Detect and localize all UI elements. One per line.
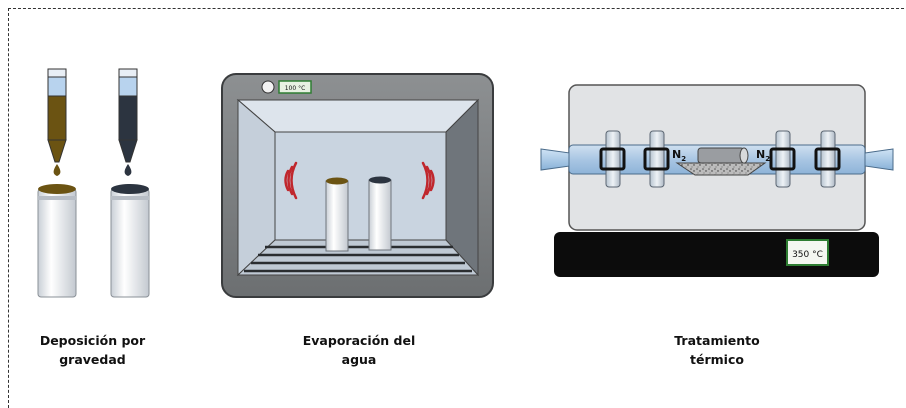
caption-thermal-treatment-line1: Tratamiento — [674, 333, 760, 348]
vial-dark — [110, 184, 150, 298]
svg-text:N2: N2 — [756, 148, 770, 163]
tube-clamp-1 — [599, 130, 626, 188]
gas-label-left-symbol: N — [672, 148, 681, 161]
gas-label-right-subscript: 2 — [765, 155, 770, 163]
heat-waves-left — [284, 161, 298, 200]
dashed-frame — [8, 8, 906, 408]
furnace-temperature-text: 350 °C — [792, 250, 823, 260]
caption-thermal-treatment-line2: térmico — [690, 352, 744, 367]
oven-temperature-display: 100 °C — [278, 80, 312, 94]
sample-boat — [675, 147, 767, 176]
caption-deposition-line2: gravedad — [59, 352, 126, 367]
furnace-base — [554, 232, 879, 277]
tube-clamp-3 — [769, 130, 796, 188]
pipette-brown — [47, 68, 67, 176]
gas-label-left-subscript: 2 — [681, 155, 686, 163]
oven-vial-dark — [368, 176, 392, 251]
gas-label-right: N2 — [756, 148, 770, 163]
heat-waves-right — [421, 161, 435, 200]
gas-label-left: N2 — [672, 148, 686, 163]
caption-deposition: Deposición por gravedad — [30, 331, 155, 369]
oven-knob — [261, 80, 275, 94]
caption-evaporation-line2: agua — [341, 352, 377, 367]
process-diagram: 100 °C 350 °C — [37, 68, 894, 298]
oven — [221, 73, 494, 298]
gas-inlet-funnel — [540, 148, 571, 171]
gas-label-right-symbol: N — [756, 148, 765, 161]
tube-clamp-2 — [643, 130, 670, 188]
oven-temperature-text: 100 °C — [285, 85, 306, 92]
vial-brown — [37, 184, 77, 298]
furnace-temperature-display: 350 °C — [786, 239, 829, 266]
pipette-dark — [118, 68, 138, 176]
tube-clamp-4 — [814, 130, 841, 188]
caption-evaporation: Evaporación del agua — [292, 331, 426, 369]
caption-deposition-line1: Deposición por — [39, 333, 146, 348]
gas-outlet-funnel — [864, 148, 894, 171]
oven-vial-brown — [325, 177, 349, 252]
caption-evaporation-line1: Evaporación del — [302, 333, 416, 348]
svg-text:N2: N2 — [672, 148, 686, 163]
caption-thermal-treatment: Tratamiento térmico — [650, 331, 784, 369]
